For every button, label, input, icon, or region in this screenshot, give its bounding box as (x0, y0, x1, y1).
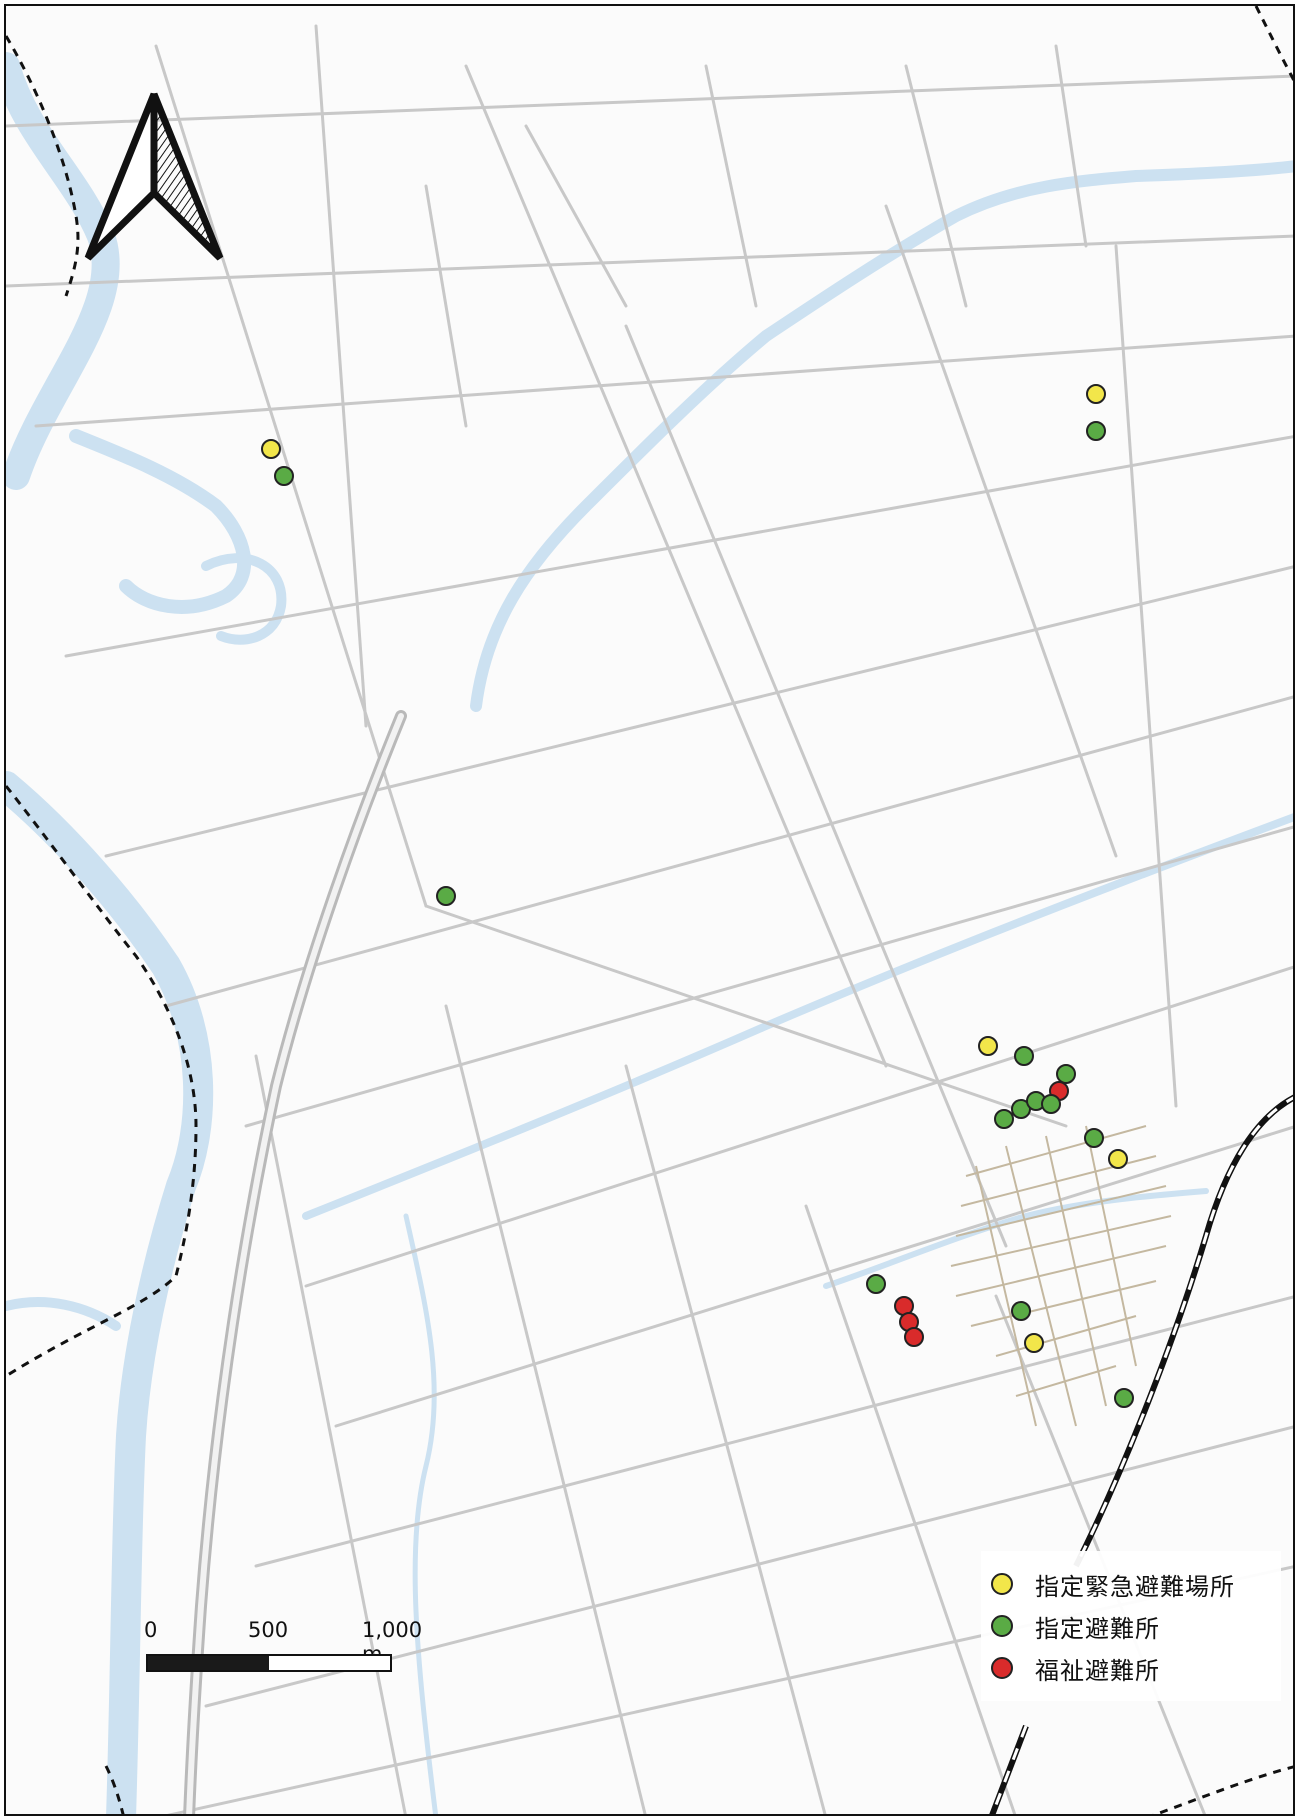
legend: 指定緊急避難場所 指定避難所 福祉避難所 (981, 1551, 1281, 1701)
canal-town (823, 1188, 1209, 1289)
emergency-shelter-marker[interactable] (1024, 1333, 1044, 1353)
legend-shelter-label: 指定避難所 (1035, 1614, 1160, 1643)
legend-item-shelter: 指定避難所 (991, 1605, 1271, 1647)
railway (989, 1094, 1293, 1814)
oxbow-lake-2 (201, 553, 287, 645)
emergency-shelter-marker[interactable] (978, 1036, 998, 1056)
north-arrow-icon (84, 92, 224, 261)
map-canvas[interactable] (6, 6, 1295, 1816)
emergency-shelter-marker[interactable] (1108, 1149, 1128, 1169)
shelter-marker[interactable] (1041, 1094, 1061, 1114)
stream-south (403, 1213, 439, 1814)
scale-bar-fill (148, 1656, 269, 1670)
shelter-markers (261, 384, 1134, 1408)
shelter-marker[interactable] (1086, 421, 1106, 441)
legend-welfare-label: 福祉避難所 (1035, 1656, 1160, 1685)
legend-emergency-label: 指定緊急避難場所 (1035, 1572, 1235, 1601)
shelter-marker[interactable] (994, 1109, 1014, 1129)
legend-welfare-dot (991, 1657, 1013, 1679)
shelter-marker[interactable] (274, 466, 294, 486)
scale-bar-graphic (146, 1654, 392, 1672)
shelter-marker[interactable] (1014, 1046, 1034, 1066)
oxbow-lake (69, 429, 251, 614)
canal-diagonal (302, 813, 1293, 1220)
emergency-shelter-marker[interactable] (261, 439, 281, 459)
shelter-marker[interactable] (1114, 1388, 1134, 1408)
legend-emergency-dot (991, 1573, 1013, 1595)
emergency-shelter-marker[interactable] (1086, 384, 1106, 404)
scale-bar: 0 500 1,000 m (144, 1618, 422, 1708)
shelter-marker[interactable] (866, 1274, 886, 1294)
municipal-boundary (6, 6, 1293, 1814)
stream-west (6, 1297, 121, 1331)
road-layer (6, 24, 1293, 1814)
town-grid (950, 1125, 1172, 1427)
shelter-marker[interactable] (1056, 1064, 1076, 1084)
river-left-lower (6, 771, 214, 1814)
shelter-marker[interactable] (1011, 1301, 1031, 1321)
shelter-marker[interactable] (1084, 1128, 1104, 1148)
scale-label-500: 500 (248, 1618, 289, 1642)
legend-item-welfare: 福祉避難所 (991, 1647, 1271, 1689)
legend-shelter-dot (991, 1615, 1013, 1637)
shelter-marker[interactable] (436, 886, 456, 906)
legend-item-emergency: 指定緊急避難場所 (991, 1563, 1271, 1605)
highway (183, 710, 407, 1814)
canal-main (470, 160, 1293, 712)
scale-label-0: 0 (144, 1618, 158, 1642)
map-frame[interactable]: 0 500 1,000 m 指定緊急避難場所 指定避難所 福祉避難所 (4, 4, 1295, 1816)
welfare-shelter-marker[interactable] (904, 1327, 924, 1347)
